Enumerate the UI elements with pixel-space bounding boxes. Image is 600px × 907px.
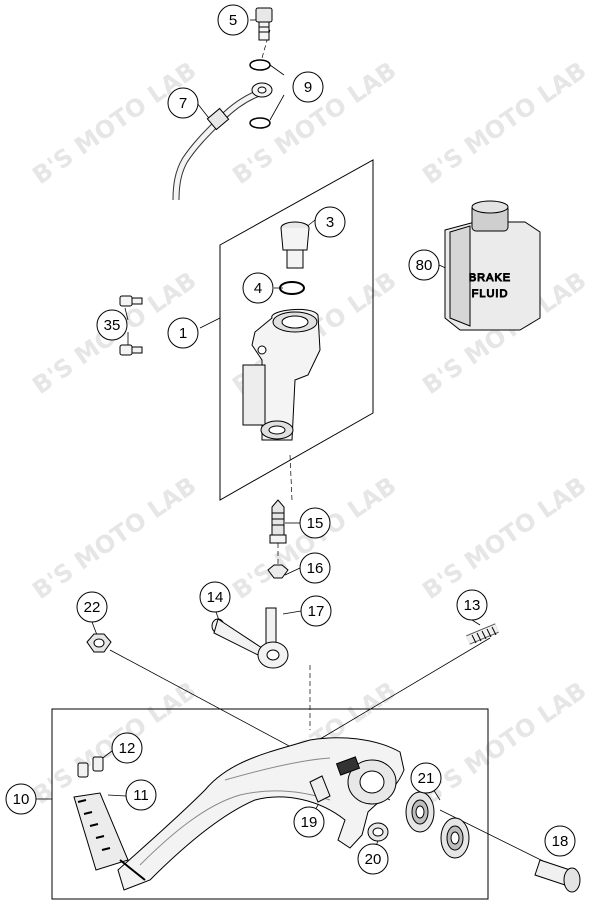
callout-label: 35 bbox=[104, 317, 121, 334]
watermark-layer: B'S MOTO LAB B'S MOTO LAB B'S MOTO LAB B… bbox=[27, 56, 591, 810]
callout-label: 4 bbox=[254, 280, 262, 297]
callout-label: 1 bbox=[179, 325, 187, 342]
callout-label: 17 bbox=[308, 603, 325, 620]
callout-label: 16 bbox=[307, 560, 324, 577]
callout-label: 22 bbox=[84, 599, 101, 616]
callout-label: 20 bbox=[365, 851, 382, 868]
callout-11: 11 bbox=[125, 779, 157, 811]
watermark-text: B'S MOTO LAB bbox=[417, 676, 591, 810]
collar-nut-part bbox=[86, 633, 112, 653]
callout-15: 15 bbox=[299, 507, 331, 539]
callout-9: 9 bbox=[292, 71, 324, 103]
push-rod-part bbox=[269, 499, 287, 544]
callout-18: 18 bbox=[544, 825, 576, 857]
callout-1: 1 bbox=[167, 317, 199, 349]
reservoir-connector-part bbox=[280, 221, 310, 269]
callout-label: 19 bbox=[301, 814, 318, 831]
washer-part bbox=[367, 822, 389, 842]
callout-label: 15 bbox=[307, 515, 324, 532]
callout-label: 11 bbox=[133, 787, 149, 804]
screw-part bbox=[119, 295, 143, 356]
callout-label: 80 bbox=[416, 257, 433, 274]
brake-fluid-can-part: BRAKE FLUID bbox=[444, 200, 541, 331]
callout-7: 7 bbox=[167, 87, 199, 119]
brake-line-part bbox=[172, 82, 273, 201]
pivot-bolt-part bbox=[534, 859, 581, 893]
bushing-part bbox=[309, 775, 331, 803]
callout-4: 4 bbox=[242, 272, 274, 304]
callout-label: 7 bbox=[179, 95, 187, 112]
sealing-ring-part bbox=[249, 59, 271, 71]
callout-label: 21 bbox=[418, 770, 435, 787]
callout-label: 14 bbox=[207, 589, 224, 606]
callout-label: 10 bbox=[13, 791, 30, 808]
return-spring-part bbox=[466, 623, 499, 645]
callout-3: 3 bbox=[314, 206, 346, 238]
sealing-ring-part bbox=[249, 117, 271, 129]
callout-17: 17 bbox=[300, 595, 332, 627]
pedal-step-plate-part bbox=[73, 792, 129, 871]
watermark-text: B'S MOTO LAB bbox=[27, 56, 201, 190]
callout-label: 12 bbox=[119, 740, 136, 757]
callout-13: 13 bbox=[456, 589, 488, 621]
master-cylinder-group-frame bbox=[219, 159, 374, 501]
callout-35: 35 bbox=[96, 309, 128, 341]
brake-label: BRAKE bbox=[469, 272, 511, 284]
brake-pedal-part bbox=[117, 737, 405, 891]
callout-21: 21 bbox=[410, 762, 442, 794]
callout-80: 80 bbox=[408, 249, 440, 281]
callout-12: 12 bbox=[111, 732, 143, 764]
callout-label: 9 bbox=[304, 79, 312, 96]
callout-label: 3 bbox=[326, 214, 334, 231]
brake-pedal-group-frame bbox=[51, 708, 489, 900]
callout-10: 10 bbox=[5, 783, 37, 815]
callout-20: 20 bbox=[357, 843, 389, 875]
callout-16: 16 bbox=[299, 552, 331, 584]
bearing-part bbox=[440, 817, 470, 859]
fork-head-part bbox=[257, 607, 289, 669]
watermark-text: B'S MOTO LAB bbox=[417, 471, 591, 605]
fluid-label: FLUID bbox=[472, 288, 509, 300]
bearing-part bbox=[405, 791, 435, 833]
callout-19: 19 bbox=[293, 806, 325, 838]
callout-14: 14 bbox=[199, 581, 231, 613]
nut-part bbox=[267, 564, 289, 579]
footrest-screw-part bbox=[77, 756, 104, 778]
callout-label: 13 bbox=[464, 597, 481, 614]
callout-label: 18 bbox=[552, 833, 569, 850]
watermark-text: B'S MOTO LAB bbox=[27, 471, 201, 605]
o-ring-part bbox=[279, 281, 305, 295]
banjo-bolt-part bbox=[255, 7, 273, 41]
pin-part bbox=[211, 618, 263, 656]
callout-label: 5 bbox=[229, 12, 237, 29]
callout-22: 22 bbox=[76, 591, 108, 623]
watermark-text: B'S MOTO LAB bbox=[417, 56, 591, 190]
foot-brake-cylinder-part bbox=[242, 309, 321, 441]
callout-5: 5 bbox=[217, 4, 249, 36]
